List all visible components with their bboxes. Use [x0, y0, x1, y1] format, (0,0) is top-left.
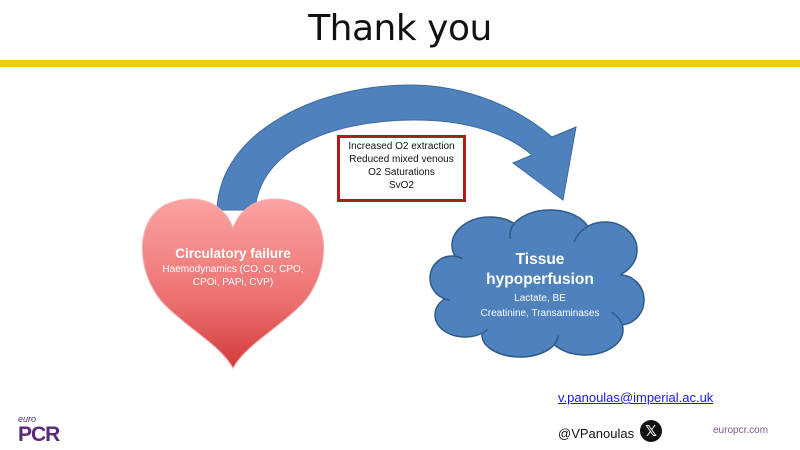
x-logo-icon: 𝕏 — [640, 420, 662, 442]
cloud-heading-1: Tissue — [515, 251, 565, 268]
accent-bar — [0, 60, 800, 67]
slide-title: Thank you — [308, 8, 492, 49]
heart-detail: Haemodynamics (CO, CI, CPO, CPOi, PAPi, … — [162, 264, 304, 288]
email-link[interactable]: v.panoulas@imperial.ac.uk — [558, 390, 714, 405]
box-line: Reduced mixed venous — [349, 154, 454, 165]
twitter-handle: @VPanoulas — [558, 426, 635, 441]
cloud-detail-1: Lactate, BE — [514, 293, 566, 304]
curved-arrow — [216, 84, 577, 211]
box-line: Increased O2 extraction — [348, 141, 455, 152]
cloud-fill — [447, 237, 623, 337]
cloud-label: Tissue hypoperfusion Lactate, BE Creatin… — [470, 250, 610, 320]
logo-top: euro — [18, 414, 37, 424]
cloud-detail-2: Creatinine, Transaminases — [480, 308, 600, 319]
heart-heading: Circulatory failure — [175, 246, 291, 261]
box-line: O2 Saturations — [368, 167, 435, 178]
site-url: europcr.com — [713, 425, 769, 436]
logo-main: PCR — [18, 423, 60, 446]
europcr-logo: euro PCR — [18, 414, 60, 446]
heart-shape — [142, 198, 324, 370]
o2-extraction-box: Increased O2 extraction Reduced mixed ve… — [337, 135, 466, 202]
box-line: SvO2 — [388, 180, 414, 191]
heart-label: Circulatory failure Haemodynamics (CO, C… — [160, 246, 306, 289]
cloud-heading-2: hypoperfusion — [486, 271, 594, 288]
